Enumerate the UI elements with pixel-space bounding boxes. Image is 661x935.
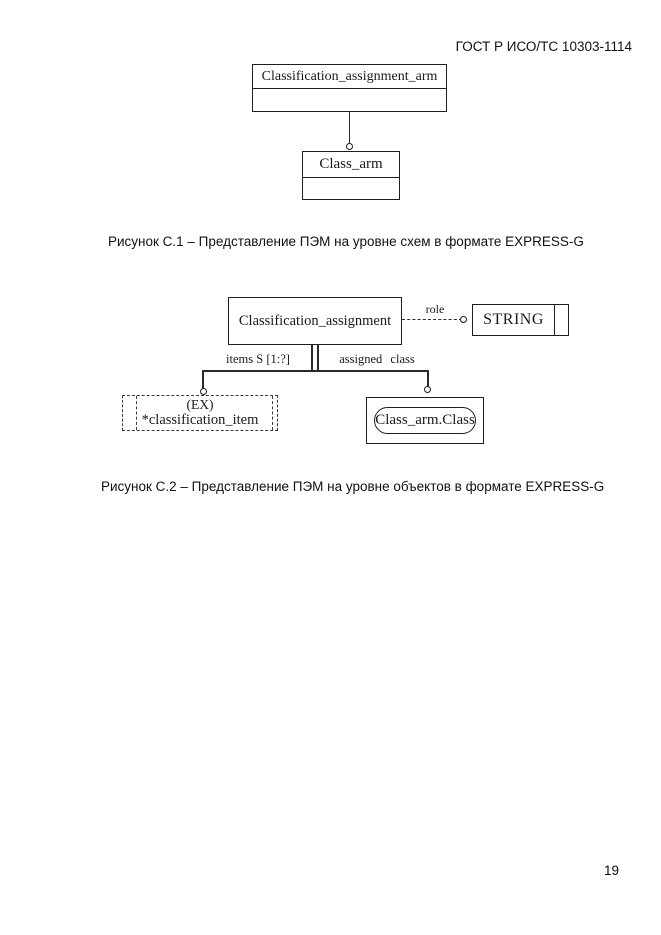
page-header: ГОСТ Р ИСО/ТС 10303-1114	[455, 39, 632, 54]
entity-box-classification-assignment-arm: Classification_assignment_arm	[252, 64, 447, 112]
interschema-ref-stadium: Class_arm.Class	[374, 407, 476, 434]
optional-circle-marker	[346, 143, 353, 150]
select-type-box-classification-item: (EX) *classification_item	[122, 395, 278, 431]
select-type-name-label: *classification_item	[141, 412, 259, 428]
relationship-line	[202, 370, 318, 372]
figure-c2-caption: Рисунок С.2 – Представление ПЭМ на уровн…	[101, 479, 605, 494]
select-box-inner-line	[272, 396, 273, 430]
optional-circle-marker	[200, 388, 207, 395]
entity-name-label: Class_arm	[303, 152, 399, 178]
figure-c1-caption: Рисунок С.1 – Представление ПЭМ на уровн…	[108, 234, 584, 249]
extensible-marker-label: (EX)	[186, 397, 214, 412]
optional-circle-marker	[460, 316, 467, 323]
interschema-ref-box: Class_arm.Class	[366, 397, 484, 444]
relationship-line	[311, 345, 313, 372]
type-name-label: STRING	[483, 311, 544, 328]
page-number: 19	[604, 863, 620, 878]
relationship-line	[202, 370, 204, 389]
relationship-line	[427, 370, 429, 387]
optional-circle-marker	[424, 386, 431, 393]
simple-type-box-string: STRING	[472, 304, 569, 336]
attribute-label-assigned-class: assigned class	[339, 352, 415, 366]
select-box-inner-line	[136, 396, 137, 430]
ref-name-label: Class_arm.Class	[375, 412, 475, 428]
entity-name-label: Classification_assignment	[238, 312, 392, 329]
entity-box-classification-assignment: Classification_assignment	[228, 297, 402, 345]
relationship-line	[317, 345, 319, 372]
simple-type-divider	[553, 305, 555, 335]
entity-name-label: Classification_assignment_arm	[253, 65, 446, 89]
entity-box-class-arm: Class_arm	[302, 151, 400, 200]
attribute-label-role: role	[425, 302, 445, 316]
attribute-label-items: items S [1:?]	[226, 352, 290, 366]
relationship-line	[317, 370, 429, 372]
relationship-line	[349, 112, 351, 144]
relationship-dashed-line	[402, 319, 462, 320]
